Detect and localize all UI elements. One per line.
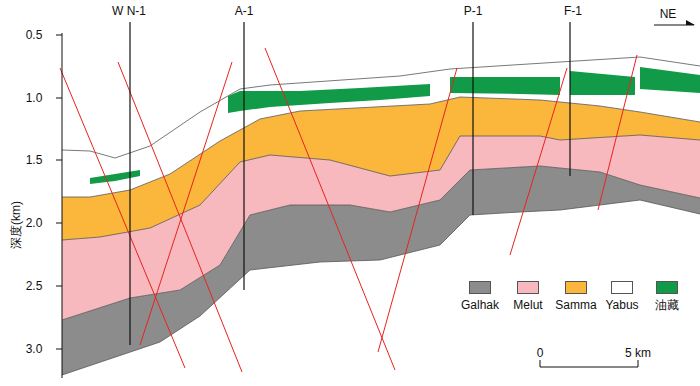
oil-reservoir xyxy=(228,84,430,113)
well-name: F-1 xyxy=(564,5,582,17)
legend-swatch xyxy=(656,281,678,294)
fault-line xyxy=(118,62,242,372)
well-name: W N-1 xyxy=(112,5,146,17)
horizon-line xyxy=(62,57,700,158)
well-line xyxy=(129,22,130,345)
depth-tick-label: 1.0 xyxy=(26,92,43,104)
well-line xyxy=(472,22,473,215)
legend-label: Yabus xyxy=(605,299,638,311)
oil-reservoir xyxy=(450,77,560,95)
horizon-line xyxy=(62,97,700,197)
legend-swatch xyxy=(517,281,539,294)
axis-tick xyxy=(56,223,62,224)
legend-swatch xyxy=(565,281,587,294)
depth-tick-label: 1.5 xyxy=(26,154,43,166)
legend-label: Samma xyxy=(555,299,596,311)
legend-swatch xyxy=(469,281,491,294)
fault-line xyxy=(265,48,395,370)
axis-tick xyxy=(56,160,62,161)
depth-tick-label: 3.0 xyxy=(26,343,43,355)
axis-tick xyxy=(56,35,62,36)
legend-swatch xyxy=(611,281,633,294)
well-name: P-1 xyxy=(464,5,483,17)
oil-reservoir xyxy=(640,67,700,93)
depth-tick-label: 2.5 xyxy=(26,280,43,292)
axis-tick xyxy=(56,286,62,287)
legend-label: Galhak xyxy=(461,299,499,311)
scale-bar xyxy=(540,360,638,367)
oil-reservoir xyxy=(90,170,140,184)
fault-line xyxy=(60,68,185,368)
well-line xyxy=(569,22,570,176)
scale-label: 5 km xyxy=(625,347,651,359)
axis-tick xyxy=(56,349,62,350)
fault-line xyxy=(140,62,232,345)
fault-line xyxy=(510,68,567,255)
arrow-head xyxy=(686,20,695,25)
well-line xyxy=(243,22,244,290)
axis-title: 深度(km) xyxy=(10,201,22,249)
horizon-line xyxy=(62,200,700,375)
legend-label: 油藏 xyxy=(655,299,679,311)
depth-tick-label: 2.0 xyxy=(26,217,43,229)
horizon-line xyxy=(62,135,700,240)
depth-tick-label: 0.5 xyxy=(26,29,43,41)
fault-line xyxy=(598,55,637,210)
horizon-line xyxy=(62,166,700,320)
legend-label: Melut xyxy=(513,299,542,311)
well-name: A-1 xyxy=(235,5,254,17)
fault-line xyxy=(378,68,457,352)
axis-tick xyxy=(56,98,62,99)
yabus-layer xyxy=(62,57,700,197)
direction-label: NE xyxy=(660,8,677,20)
scale-label: 0 xyxy=(537,347,544,359)
depth-axis xyxy=(62,33,63,378)
oil-reservoir xyxy=(570,71,635,95)
